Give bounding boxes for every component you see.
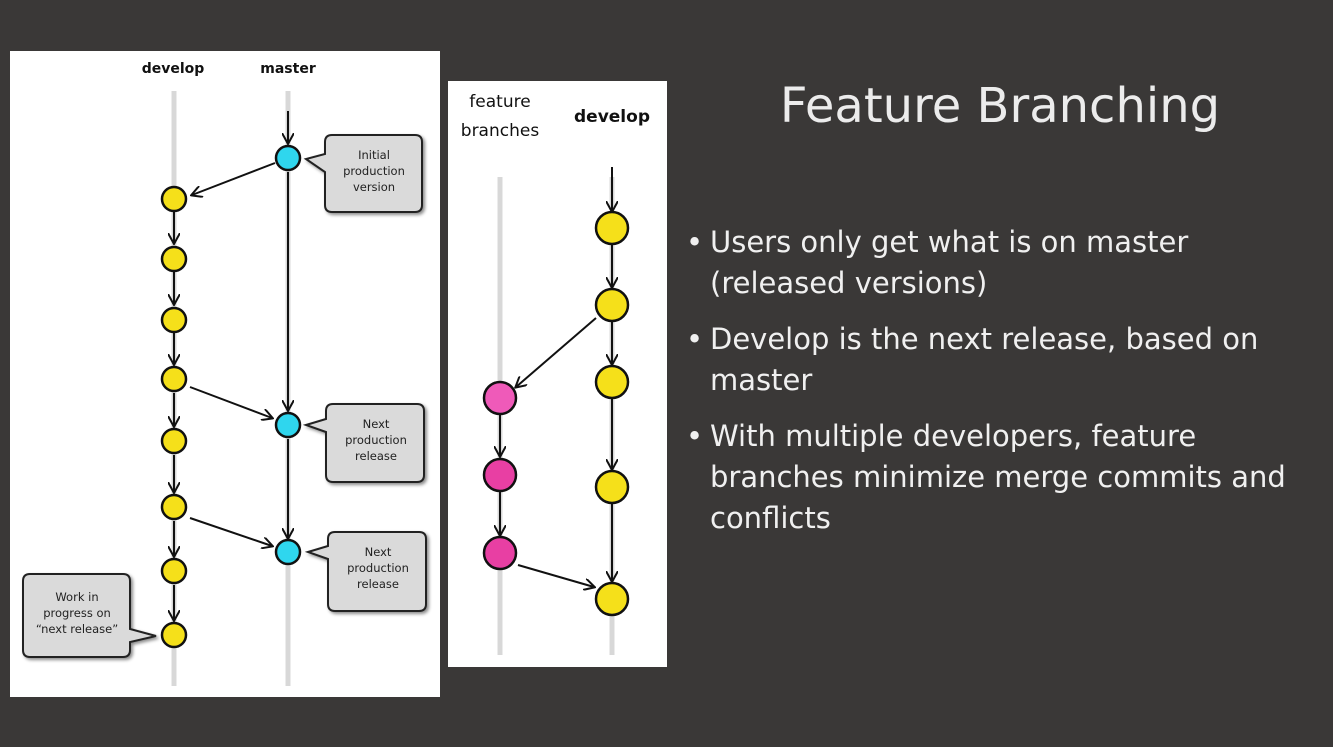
merge-arrow bbox=[517, 564, 594, 587]
lane-label-develop: develop bbox=[574, 107, 650, 127]
callout-next-production-1: Next production release bbox=[302, 403, 425, 483]
callout-line: version bbox=[353, 180, 395, 194]
master-commit bbox=[274, 538, 302, 566]
bullet-item: Develop is the next release, based on ma… bbox=[686, 319, 1326, 401]
develop-commit bbox=[160, 557, 188, 585]
develop-master-diagram: develop master bbox=[10, 51, 440, 697]
feature-commit bbox=[482, 380, 518, 416]
callout-line: production bbox=[343, 164, 405, 178]
lane-label-master: master bbox=[260, 61, 316, 77]
lane-label-feature: branches bbox=[461, 121, 540, 141]
develop-commit bbox=[160, 185, 188, 213]
slide-title: Feature Branching bbox=[779, 78, 1221, 134]
develop-commit bbox=[594, 287, 630, 323]
lane-label-feature: feature bbox=[469, 92, 530, 112]
callout-line: progress on bbox=[43, 606, 111, 620]
callout-work-in-progress: Work in progress on “next release” bbox=[22, 573, 157, 658]
callout-line: Next bbox=[363, 417, 390, 431]
lane-label-develop: develop bbox=[142, 61, 205, 77]
callout-line: production bbox=[345, 433, 407, 447]
feature-commit bbox=[482, 457, 518, 493]
callout-line: release bbox=[357, 577, 399, 591]
develop-commit bbox=[594, 581, 630, 617]
callout-line: Work in bbox=[55, 590, 98, 604]
callout-line: Initial bbox=[358, 148, 390, 162]
merge-arrow bbox=[189, 386, 272, 418]
branch-arrow bbox=[192, 162, 276, 195]
develop-commit bbox=[594, 469, 630, 505]
feature-commits bbox=[482, 380, 518, 571]
bullet-list: Users only get what is on master (releas… bbox=[686, 222, 1326, 554]
master-commit bbox=[274, 411, 302, 439]
callout-line: Next bbox=[365, 545, 392, 559]
develop-commit bbox=[160, 493, 188, 521]
develop-commits bbox=[160, 185, 188, 649]
branch-arrow bbox=[516, 317, 597, 387]
develop-commits bbox=[594, 210, 630, 617]
feature-commit bbox=[482, 535, 518, 571]
develop-commit bbox=[160, 427, 188, 455]
callout-next-production-2: Next production release bbox=[304, 531, 427, 612]
callout-line: “next release” bbox=[36, 622, 118, 636]
develop-commit bbox=[160, 245, 188, 273]
develop-commit bbox=[160, 306, 188, 334]
develop-commit bbox=[160, 621, 188, 649]
develop-commit bbox=[160, 365, 188, 393]
develop-commit bbox=[594, 210, 630, 246]
master-commits bbox=[274, 144, 302, 566]
feature-develop-svg: feature branches develop bbox=[461, 92, 650, 655]
callout-line: production bbox=[347, 561, 409, 575]
callout-line: release bbox=[355, 449, 397, 463]
bullet-item: With multiple developers, feature branch… bbox=[686, 416, 1326, 539]
develop-commit bbox=[594, 364, 630, 400]
callout-initial-production: Initial production version bbox=[303, 134, 423, 213]
bullet-item: Users only get what is on master (releas… bbox=[686, 222, 1326, 304]
merge-arrow bbox=[189, 517, 272, 546]
master-commit bbox=[274, 144, 302, 172]
feature-develop-diagram: feature branches develop bbox=[448, 81, 667, 667]
develop-master-svg: develop master bbox=[22, 61, 427, 686]
